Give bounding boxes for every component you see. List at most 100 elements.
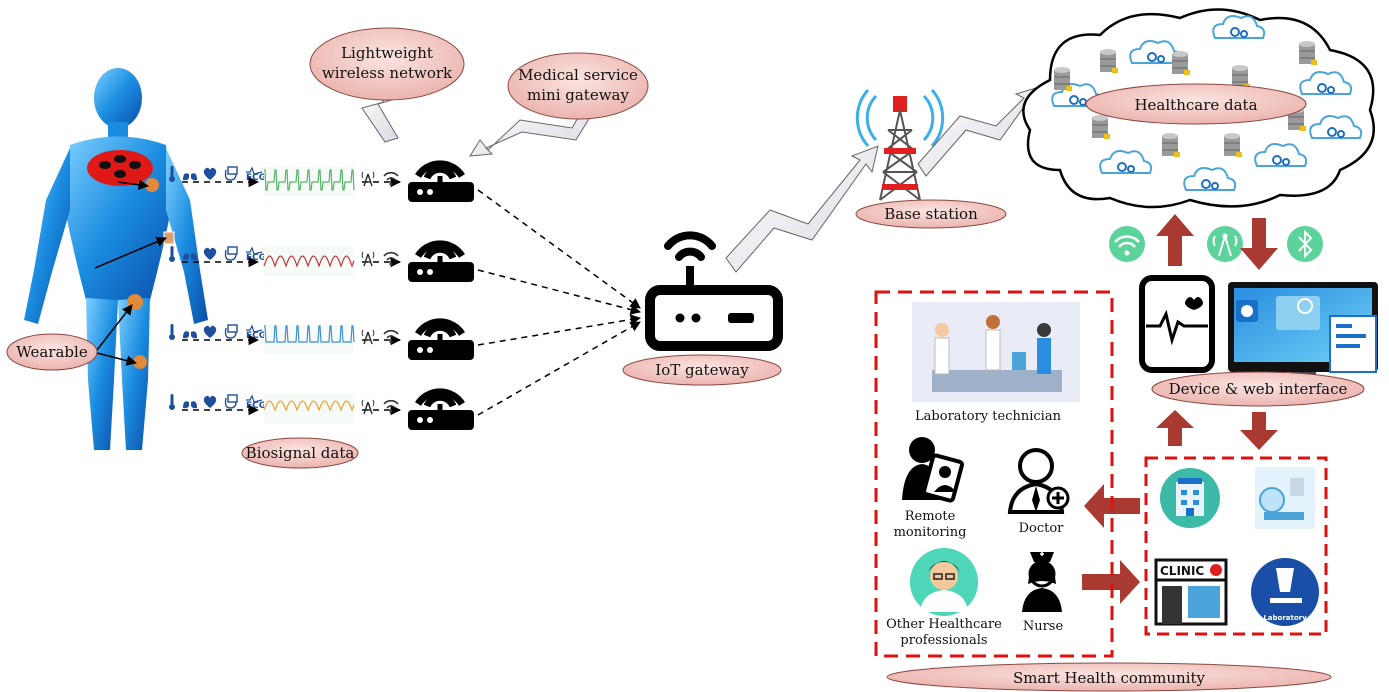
clinic-sign-text: CLINIC [1160, 564, 1204, 578]
database-icon [1162, 133, 1180, 157]
laboratory-microscope-icon: Laboratory [1251, 558, 1319, 626]
tower-icon [361, 399, 375, 415]
gear-cloud-icon [1212, 15, 1266, 39]
sensor-row: ECG [169, 160, 474, 202]
medical-equipment-icon [1255, 467, 1315, 529]
cloud-uplink-bolt [917, 87, 1037, 177]
iot-gateway-router-icon [645, 231, 783, 351]
blood-pressure-icon [224, 394, 238, 409]
connectivity-row [1109, 214, 1323, 270]
community-callout: Smart Health community [886, 662, 1332, 692]
mini-gateway-router-icon [408, 240, 474, 282]
blood-pressure-icon [224, 324, 238, 339]
lightweight-label-line1: Lightweight [341, 44, 433, 62]
database-icon [1054, 67, 1072, 91]
from-nurse-arrow-icon [1082, 560, 1140, 604]
thermometer-icon [169, 394, 175, 410]
lightweight-network-callout: Lightweight wireless network [309, 27, 465, 143]
cloud-contents [1051, 15, 1363, 191]
remote-label-line2: monitoring [894, 525, 967, 540]
doctor-label: Doctor [1019, 521, 1065, 536]
other-professionals-label-line1: Other Healthcare [886, 617, 1002, 632]
lab-tech-label: Laboratory technician [915, 409, 1062, 424]
tower-icon [361, 251, 375, 267]
tower-icon [361, 171, 375, 187]
chest-sensor-spot [145, 178, 159, 192]
community-label: Smart Health community [1013, 669, 1206, 687]
facility-up-arrow-icon [1156, 410, 1194, 446]
thermometer-icon [169, 246, 175, 262]
gear-cloud-icon [1129, 40, 1183, 64]
tower-icon [361, 329, 375, 345]
sensor-rows: ECG ECG ECG ECG [169, 160, 474, 430]
wifi-small-icon [383, 399, 399, 414]
wifi-small-icon [383, 251, 399, 266]
nurse-label: Nurse [1023, 619, 1064, 634]
community-dashed-box [874, 290, 1114, 658]
doctor-icon [1007, 448, 1070, 514]
heart-icon [203, 395, 217, 408]
biosignal-callout: Biosignal data [241, 437, 359, 469]
thermometer-icon [169, 324, 175, 340]
database-icon [1100, 49, 1118, 73]
thermometer-icon [169, 166, 175, 182]
device-web-label: Device & web interface [1169, 380, 1348, 398]
heart-icon [203, 325, 217, 338]
lungs-icon [183, 396, 197, 409]
iot-gateway-label: IoT gateway [655, 361, 749, 379]
gateway-links [477, 189, 642, 416]
upload-arrow-icon [1156, 214, 1194, 266]
clinic-building-icon: CLINIC [1154, 558, 1228, 626]
database-icon [1092, 115, 1110, 139]
base-station-tower-icon [855, 89, 945, 201]
heart-icon [203, 247, 217, 260]
sensor-row: ECG [169, 318, 474, 360]
database-icon [1299, 41, 1317, 65]
wearable-label: Wearable [16, 343, 88, 361]
lungs-icon [183, 326, 197, 339]
wifi-small-icon [383, 171, 399, 186]
gear-cloud-icon [1099, 150, 1153, 174]
ecg-icon: ECG [246, 166, 266, 183]
blood-pressure-icon [224, 246, 238, 261]
hospital-icon [1160, 468, 1220, 528]
iot-gateway-callout: IoT gateway [622, 354, 782, 386]
biosignal-label: Biosignal data [246, 444, 355, 462]
gear-cloud-icon [1309, 115, 1363, 139]
remote-monitoring-icon [902, 437, 964, 503]
remote-label-line1: Remote [905, 509, 956, 524]
base-station-label: Base station [884, 205, 978, 223]
mobile-device-icon [1139, 275, 1215, 373]
uplink-bolt [725, 145, 879, 273]
lungs-icon [183, 248, 197, 261]
mini-gateway-router-icon [408, 160, 474, 202]
gear-cloud-icon [1183, 167, 1237, 191]
lungs-icon [183, 168, 197, 181]
healthcare-professional-avatar-icon [910, 548, 978, 616]
mini-gateway-label-line2: mini gateway [527, 86, 629, 104]
mini-gateway-label-line1: Medical service [518, 66, 638, 84]
mini-gateway-router-icon [408, 318, 474, 360]
download-arrow-icon [1240, 218, 1278, 270]
laboratory-technician-illustration [912, 302, 1080, 402]
biosignal-waveform [264, 324, 355, 354]
gear-cloud-icon [1299, 71, 1353, 95]
antenna-icon [1207, 226, 1243, 262]
heart-icon [203, 167, 217, 180]
healthcare-data-label: Healthcare data [1134, 96, 1257, 114]
mini-gateway-router-icon [408, 388, 474, 430]
nurse-icon [1022, 552, 1062, 612]
sensor-row: ECG [169, 240, 474, 282]
device-web-callout: Device & web interface [1151, 371, 1365, 407]
biosignal-waveform [264, 166, 355, 196]
ecg-icon: ECG [246, 394, 266, 411]
database-icon [1172, 51, 1190, 75]
healthcare-data-callout: Healthcare data [1085, 83, 1307, 125]
lightweight-label-line2: wireless network [322, 64, 453, 82]
other-professionals-label-line2: professionals [900, 633, 987, 648]
laboratory-badge-text: Laboratory [1263, 614, 1307, 622]
blood-pressure-icon [224, 166, 238, 181]
biosignal-waveform [263, 394, 355, 424]
facilities-dashed-box [1144, 456, 1328, 636]
